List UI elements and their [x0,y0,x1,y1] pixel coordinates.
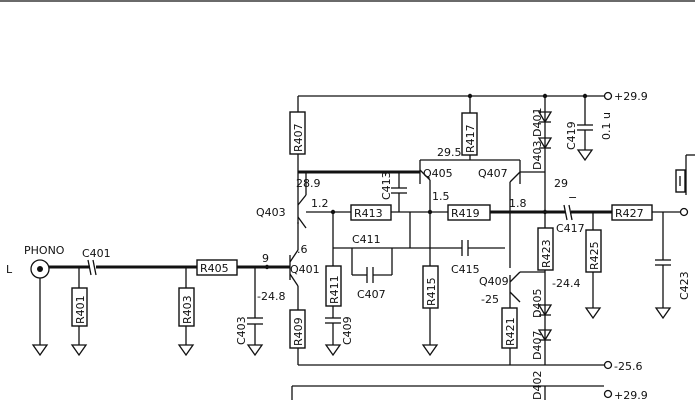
phono-label: PHONO [24,244,65,257]
transistor-q403 [297,172,307,229]
transistor-q409 [509,212,545,303]
ground-symbol [324,344,342,357]
node-label-9: 9 [262,252,269,265]
c407-label: C407 [357,288,386,301]
diode-d403 [537,137,553,150]
r417-label: R417 [464,124,477,153]
supply-negative: -25.6 [614,360,642,373]
c419-label: C419 [565,121,578,150]
voltage-q401-emitter: -24.8 [257,290,285,303]
r415-label: R415 [425,277,438,306]
c417-polarity: − [568,191,577,204]
transistor-q405 [419,160,431,212]
c417-label: C417 [556,222,585,235]
c403-label: C403 [235,316,248,345]
output-terminal [679,207,689,217]
r419-label: R419 [451,207,480,220]
r421-label: R421 [504,317,517,346]
d407-label: D407 [531,331,544,360]
ground-symbol [654,307,672,320]
c411-label: C411 [352,233,381,246]
r401-label: R401 [74,295,87,324]
voltage-q409-base: -25 [481,293,499,306]
ground-symbol [70,344,88,357]
d403-label: D403 [531,141,544,170]
voltage-output: 1.8 [509,197,527,210]
voltage-q403-emitter: 1.2 [311,197,329,210]
voltage-q409-emitter: -24.4 [552,277,580,290]
r427-label: R427 [615,207,644,220]
diode-d401 [537,111,553,124]
voltage-q403-collector: 28.9 [296,177,321,190]
r411-label: R411 [328,275,341,304]
r407-label: R407 [292,123,305,152]
d402-label: D402 [531,371,544,400]
supply-positive-bottom: +29.9 [614,389,648,400]
q407-label: Q407 [478,167,508,180]
c423-label: C423 [678,271,691,300]
ground-symbol [584,307,602,320]
supply-positive-top: +29.9 [614,90,648,103]
q405-label: Q405 [423,167,453,180]
q403-label: Q403 [256,206,286,219]
r405-label: R405 [200,262,229,275]
r423-label: R423 [540,239,553,268]
voltage-q401-base: .6 [297,243,308,256]
c415-label: C415 [451,263,480,276]
phono-jack [30,259,50,345]
transistor-q401 [289,222,299,310]
q401-label: Q401 [290,263,320,276]
c409-label: C409 [341,316,354,345]
ground-symbol [31,344,49,357]
capacitor-value-label: 0.1 u [600,112,613,140]
voltage-r413-junction: 1.5 [432,190,450,203]
capacitor-c401 [87,259,97,276]
d405-label: D405 [531,289,544,318]
voltage-q405-collector: 29.5 [437,146,462,159]
input-channel-label: L [6,263,13,276]
ground-symbol [576,149,594,162]
r425-label: R425 [588,241,601,270]
r403-label: R403 [181,295,194,324]
c413-label: C413 [380,171,393,200]
r413-label: R413 [354,207,383,220]
r409-label: R409 [292,317,305,346]
resistor-r405 [196,259,238,276]
ground-symbol [421,344,439,357]
output-switch [675,154,695,195]
d401-label: D401 [531,108,544,137]
q409-label: Q409 [479,275,509,288]
voltage-supply-29: 29 [554,177,568,190]
c401-label: C401 [82,247,111,260]
ground-symbol [177,344,195,357]
ground-symbol [246,344,264,357]
capacitor-c417 [563,204,573,221]
